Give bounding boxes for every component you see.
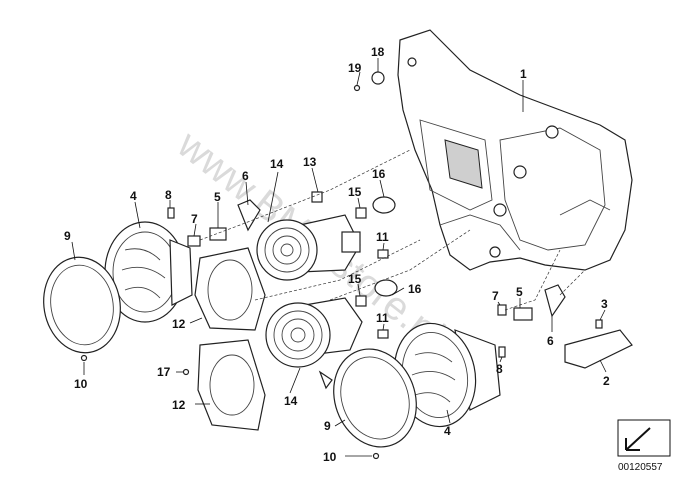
callout-12-lower: 12: [172, 398, 186, 412]
callout-11-upper: 11: [376, 230, 389, 244]
socket-5a: [209, 227, 227, 241]
callout-13: 13: [303, 155, 317, 169]
inner-headlamp-upper: [256, 214, 361, 281]
callout-12-upper: 12: [172, 317, 186, 331]
grommet-18: [371, 71, 385, 85]
callout-4-lower: 4: [444, 424, 451, 438]
bulb-15a: [355, 207, 367, 219]
inner-headlamp-lower: [265, 297, 363, 390]
bezel-ring-right: [333, 348, 417, 448]
cap-16a: [372, 196, 396, 214]
bulb-15b: [355, 295, 367, 307]
callout-4-upper: 4: [130, 189, 137, 203]
callout-19: 19: [348, 61, 362, 75]
callout-6-lower: 6: [547, 334, 554, 348]
callout-7-upper: 7: [191, 212, 198, 226]
callout-2: 2: [603, 374, 610, 388]
callout-8-upper: 8: [165, 188, 172, 202]
callout-15-lower: 15: [348, 272, 362, 286]
screw-19: [353, 84, 361, 92]
callout-7-lower: 7: [492, 289, 499, 303]
headlight-carrier: [397, 29, 633, 271]
screw-10a: [80, 354, 88, 362]
callout-8-lower: 8: [496, 362, 503, 376]
screw-8a: [167, 207, 175, 219]
headlamp-left: [104, 221, 193, 323]
callout-14-lower: 14: [284, 394, 298, 408]
callout-9-lower: 9: [324, 419, 331, 433]
callout-16-upper: 16: [372, 167, 386, 181]
callout-10-upper: 10: [74, 377, 88, 391]
bulb-holder-7b: [497, 304, 507, 316]
bulb-holder-7a: [187, 235, 201, 247]
small-parts: [80, 71, 633, 460]
screw-8b: [498, 346, 506, 358]
callout-11-lower: 11: [376, 311, 389, 325]
screw-10b: [372, 452, 380, 460]
document-number: 00120557: [618, 462, 663, 473]
leader-lines: [71, 58, 607, 457]
bulb-13: [311, 191, 323, 203]
mounting-ring-upper: [194, 247, 266, 331]
callout-18: 18: [371, 45, 385, 59]
mounting-ring-lower: [197, 339, 266, 431]
callout-5-upper: 5: [214, 190, 221, 204]
callout-16-lower: 16: [408, 282, 422, 296]
bulb-11a: [377, 249, 389, 259]
cap-16b: [374, 279, 398, 297]
callout-3: 3: [601, 297, 608, 311]
callout-14-upper: 14: [270, 157, 284, 171]
callout-17: 17: [157, 365, 171, 379]
bezel-ring-left: [43, 256, 121, 354]
callout-labels: 1 18 19 13 14 6 16 4 8 5 7 15 11 9 15 16…: [64, 45, 610, 464]
screw-17: [182, 368, 190, 376]
callout-6-upper: 6: [242, 169, 249, 183]
socket-5b: [513, 307, 533, 321]
clip-6a: [237, 199, 261, 232]
callout-9-upper: 9: [64, 229, 71, 243]
arrow-icon: [625, 427, 651, 451]
clip-6b: [544, 284, 566, 318]
callout-15-upper: 15: [348, 185, 362, 199]
callout-10-lower: 10: [323, 450, 337, 464]
document-box: 00120557: [617, 419, 671, 473]
bulb-11b: [377, 329, 389, 339]
callout-1: 1: [520, 67, 527, 81]
callout-5-lower: 5: [516, 285, 523, 299]
assembly-lines: [199, 149, 586, 311]
connector-2: [564, 329, 633, 369]
screw-3: [595, 319, 603, 329]
